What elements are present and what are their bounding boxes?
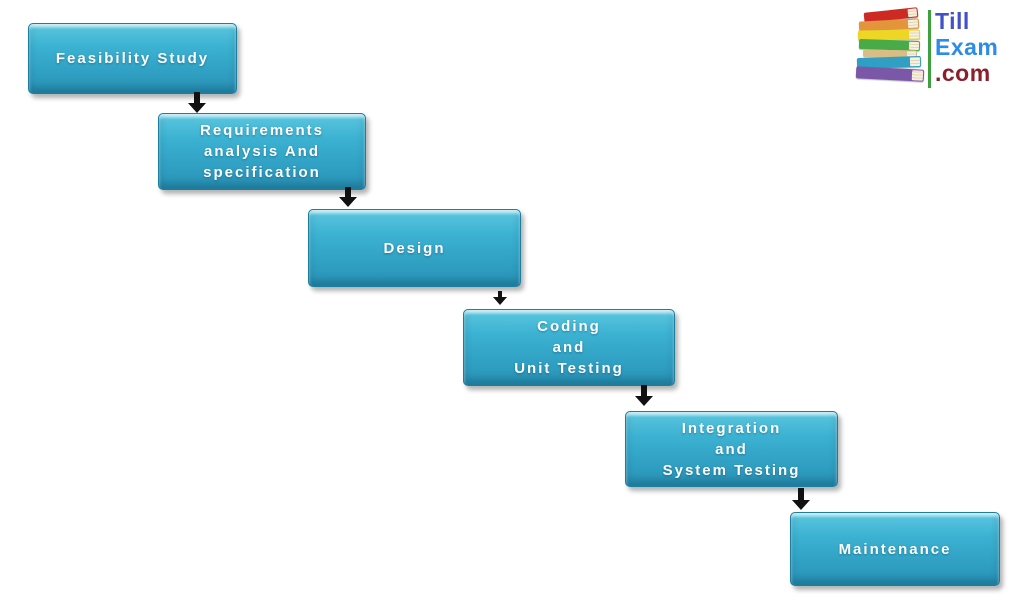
logo-text-exam: Exam — [935, 34, 999, 60]
down-arrow-icon — [635, 385, 653, 406]
arrow-stem — [498, 291, 502, 297]
arrow-stem — [798, 488, 804, 500]
book-pages — [909, 56, 921, 67]
book-pages — [908, 19, 919, 28]
arrow-stem — [641, 385, 647, 396]
flow-step-label: Maintenance — [838, 540, 952, 558]
arrow-head — [188, 103, 206, 113]
logo-text: Till Exam .com — [935, 8, 998, 92]
book-pages — [909, 30, 920, 39]
book-purple — [855, 66, 925, 82]
flow-step-label: Requirements analysis And specification — [199, 122, 325, 181]
logo-text-com: .com — [935, 60, 991, 86]
down-arrow-icon — [792, 488, 810, 510]
flow-step-maintenance: Maintenance — [790, 512, 1000, 586]
arrow-head — [493, 297, 507, 305]
logo-text-till: Till — [935, 8, 970, 34]
flow-step-label: Coding and Unit Testing — [514, 318, 624, 377]
tillexam-logo: Till Exam .com — [855, 7, 1018, 92]
book-pages — [911, 70, 924, 81]
logo-separator — [928, 10, 931, 88]
arrow-stem — [345, 187, 351, 197]
down-arrow-icon — [188, 92, 206, 113]
book-pages — [909, 41, 920, 51]
flow-step-feasibility-study: Feasibility Study — [28, 23, 237, 94]
flow-step-requirements-analysis: Requirements analysis And specification — [158, 113, 366, 190]
flow-step-coding-unit-testing: Coding and Unit Testing — [463, 309, 675, 386]
flow-step-label: Integration and System Testing — [662, 419, 801, 479]
book-pages — [907, 8, 918, 18]
arrow-head — [635, 396, 653, 406]
flow-step-label: Design — [383, 239, 446, 257]
arrow-head — [792, 500, 810, 510]
stacked-books-icon — [855, 7, 926, 88]
flow-step-integration-system-testing: Integration and System Testing — [625, 411, 838, 487]
flow-step-label: Feasibility Study — [55, 50, 210, 67]
arrow-stem — [194, 92, 200, 103]
down-arrow-icon — [493, 291, 507, 305]
down-arrow-icon — [339, 187, 357, 207]
arrow-head — [339, 197, 357, 207]
flow-step-design: Design — [308, 209, 521, 287]
